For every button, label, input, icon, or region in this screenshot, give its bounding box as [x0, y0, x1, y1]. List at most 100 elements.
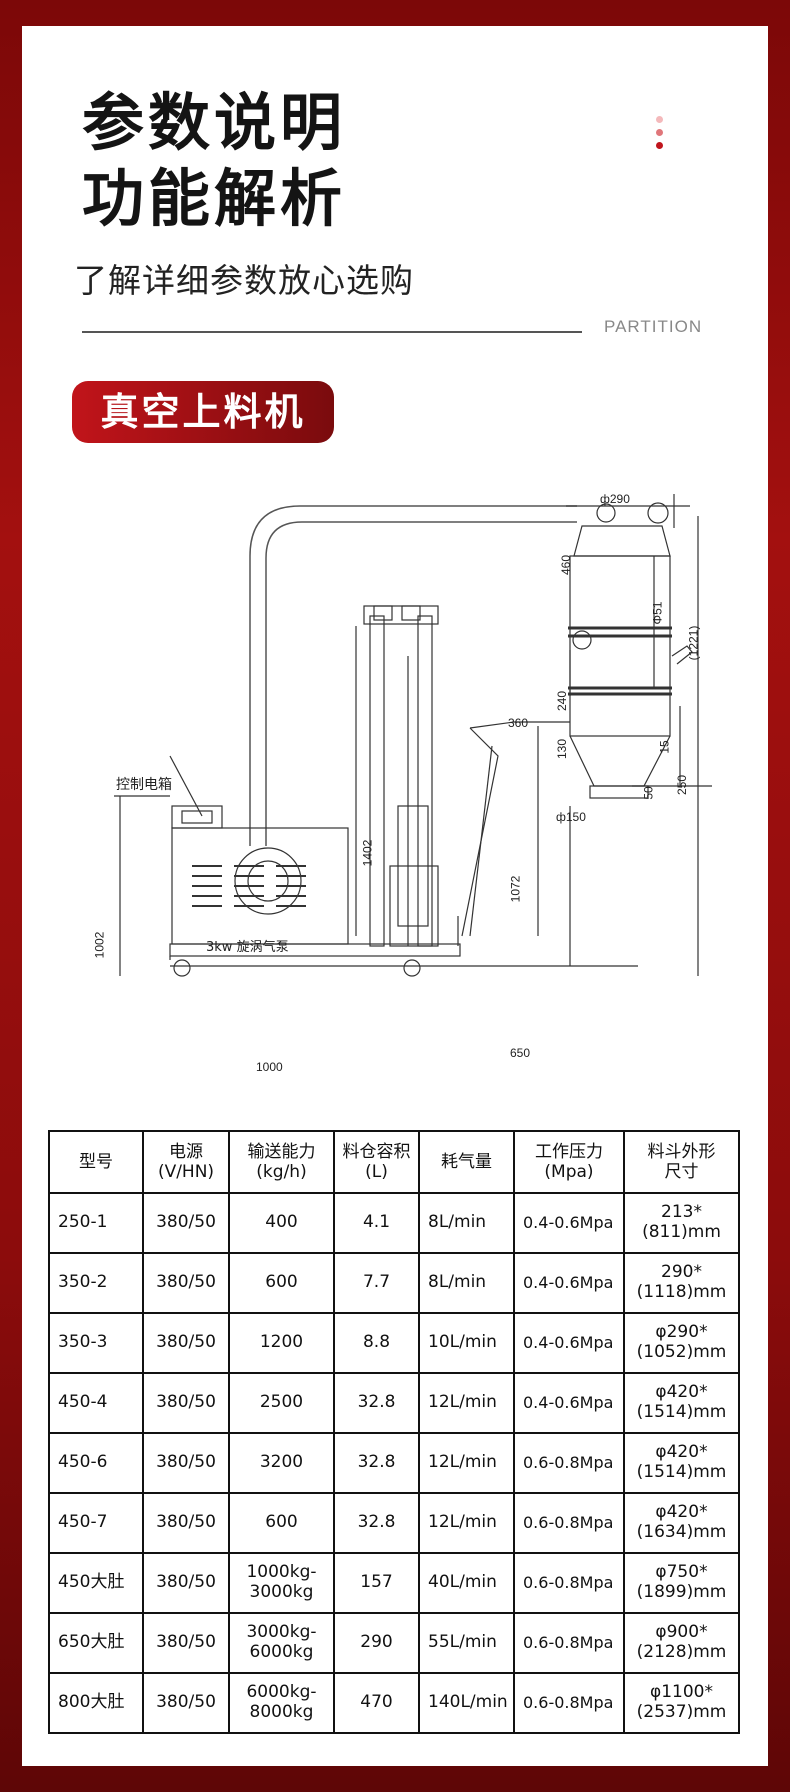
page-title-line1: 参数说明 — [82, 86, 347, 159]
dim-1002: 1002 — [92, 931, 107, 959]
dim-150: ф150 — [556, 810, 586, 824]
table-cell: 3000kg-6000kg — [228, 1612, 335, 1674]
spec-table: 型号电源(V/HN)输送能力(kg/h)料仓容积(L)耗气量工作压力(Mpa)料… — [48, 1130, 740, 1734]
table-cell: 600 — [228, 1492, 335, 1554]
table-cell: 380/50 — [142, 1612, 230, 1674]
machine-drawing — [114, 494, 712, 977]
table-cell: 290*(1118)mm — [623, 1252, 740, 1314]
table-cell: 0.4-0.6Mpa — [513, 1372, 625, 1434]
table-cell: φ1100*(2537)mm — [623, 1672, 740, 1734]
dim-460: 460 — [559, 554, 574, 576]
table-cell: 6000kg-8000kg — [228, 1672, 335, 1734]
table-cell: 650大肚 — [48, 1612, 144, 1674]
table-cell: 2500 — [228, 1372, 335, 1434]
dim-1221: (1221) — [686, 625, 701, 661]
table-cell: 600 — [228, 1252, 335, 1314]
table-header-cell: 料斗外形尺寸 — [623, 1130, 740, 1194]
table-cell: 0.6-0.8Mpa — [513, 1552, 625, 1614]
table-cell: 140L/min — [418, 1672, 515, 1734]
content-card: 参数说明 功能解析 了解详细参数放心选购 PARTITION 真空上料机 — [22, 26, 768, 1766]
table-cell: 250-1 — [48, 1192, 144, 1254]
label-control-box: 控制电箱 — [116, 777, 172, 793]
table-cell: 380/50 — [142, 1492, 230, 1554]
table-header-cell: 工作压力(Mpa) — [513, 1130, 625, 1194]
table-cell: φ900*(2128)mm — [623, 1612, 740, 1674]
table-cell: φ420*(1634)mm — [623, 1492, 740, 1554]
table-cell: 450-4 — [48, 1372, 144, 1434]
table-cell: 1000kg-3000kg — [228, 1552, 335, 1614]
table-cell: 450-7 — [48, 1492, 144, 1554]
table-cell: 32.8 — [333, 1372, 420, 1434]
table-cell: 12L/min — [418, 1432, 515, 1494]
table-cell: 3200 — [228, 1432, 335, 1494]
table-cell: 380/50 — [142, 1432, 230, 1494]
decorative-dots-icon — [656, 116, 664, 155]
table-cell: 0.6-0.8Mpa — [513, 1432, 625, 1494]
table-cell: 0.4-0.6Mpa — [513, 1312, 625, 1374]
dim-290: ф290 — [600, 492, 630, 506]
table-cell: 0.6-0.8Mpa — [513, 1672, 625, 1734]
dim-250: 250 — [675, 774, 690, 796]
table-cell: 55L/min — [418, 1612, 515, 1674]
dim-50: 50 — [641, 786, 656, 800]
page-subtitle: 了解详细参数放心选购 — [74, 261, 414, 300]
divider-line — [82, 331, 582, 333]
table-cell: 380/50 — [142, 1552, 230, 1614]
partition-label: PARTITION — [604, 317, 703, 336]
table-cell: 157 — [333, 1552, 420, 1614]
table-cell: φ420*(1514)mm — [623, 1432, 740, 1494]
table-cell: 8L/min — [418, 1252, 515, 1314]
table-header-cell: 型号 — [48, 1130, 144, 1194]
table-cell: 40L/min — [418, 1552, 515, 1614]
table-cell: 0.6-0.8Mpa — [513, 1492, 625, 1554]
dim-1072: 1072 — [508, 875, 523, 903]
table-cell: 380/50 — [142, 1372, 230, 1434]
table-cell: 8.8 — [333, 1312, 420, 1374]
table-header-cell: 输送能力(kg/h) — [228, 1130, 335, 1194]
table-cell: 4.1 — [333, 1192, 420, 1254]
table-header-cell: 耗气量 — [418, 1130, 515, 1194]
table-cell: φ750*(1899)mm — [623, 1552, 740, 1614]
label-pump: 3kw 旋涡气泵 — [206, 940, 289, 955]
section-badge: 真空上料机 — [72, 381, 334, 443]
table-cell: 10L/min — [418, 1312, 515, 1374]
table-cell: 350-3 — [48, 1312, 144, 1374]
table-cell: 400 — [228, 1192, 335, 1254]
table-cell: 12L/min — [418, 1492, 515, 1554]
dim-15: 15 — [657, 740, 672, 754]
table-cell: 213*(811)mm — [623, 1192, 740, 1254]
table-cell: φ290*(1052)mm — [623, 1312, 740, 1374]
table-header-cell: 料仓容积(L) — [333, 1130, 420, 1194]
table-cell: 0.4-0.6Mpa — [513, 1192, 625, 1254]
table-cell: 800大肚 — [48, 1672, 144, 1734]
table-cell: 0.6-0.8Mpa — [513, 1612, 625, 1674]
table-cell: 12L/min — [418, 1372, 515, 1434]
table-cell: 380/50 — [142, 1312, 230, 1374]
table-cell: 1200 — [228, 1312, 335, 1374]
dim-650: 650 — [510, 1046, 531, 1060]
table-cell: 470 — [333, 1672, 420, 1734]
table-header-cell: 电源(V/HN) — [142, 1130, 230, 1194]
table-cell: 290 — [333, 1612, 420, 1674]
dim-240: 240 — [555, 690, 570, 712]
table-cell: 8L/min — [418, 1192, 515, 1254]
table-cell: 450大肚 — [48, 1552, 144, 1614]
dim-1402: 1402 — [360, 839, 375, 867]
dim-1000: 1000 — [256, 1060, 283, 1074]
table-cell: 32.8 — [333, 1432, 420, 1494]
page-title-line2: 功能解析 — [82, 162, 347, 235]
table-cell: 380/50 — [142, 1672, 230, 1734]
dim-130: 130 — [555, 738, 570, 760]
table-cell: 380/50 — [142, 1192, 230, 1254]
dim-51: Φ51 — [650, 601, 665, 625]
